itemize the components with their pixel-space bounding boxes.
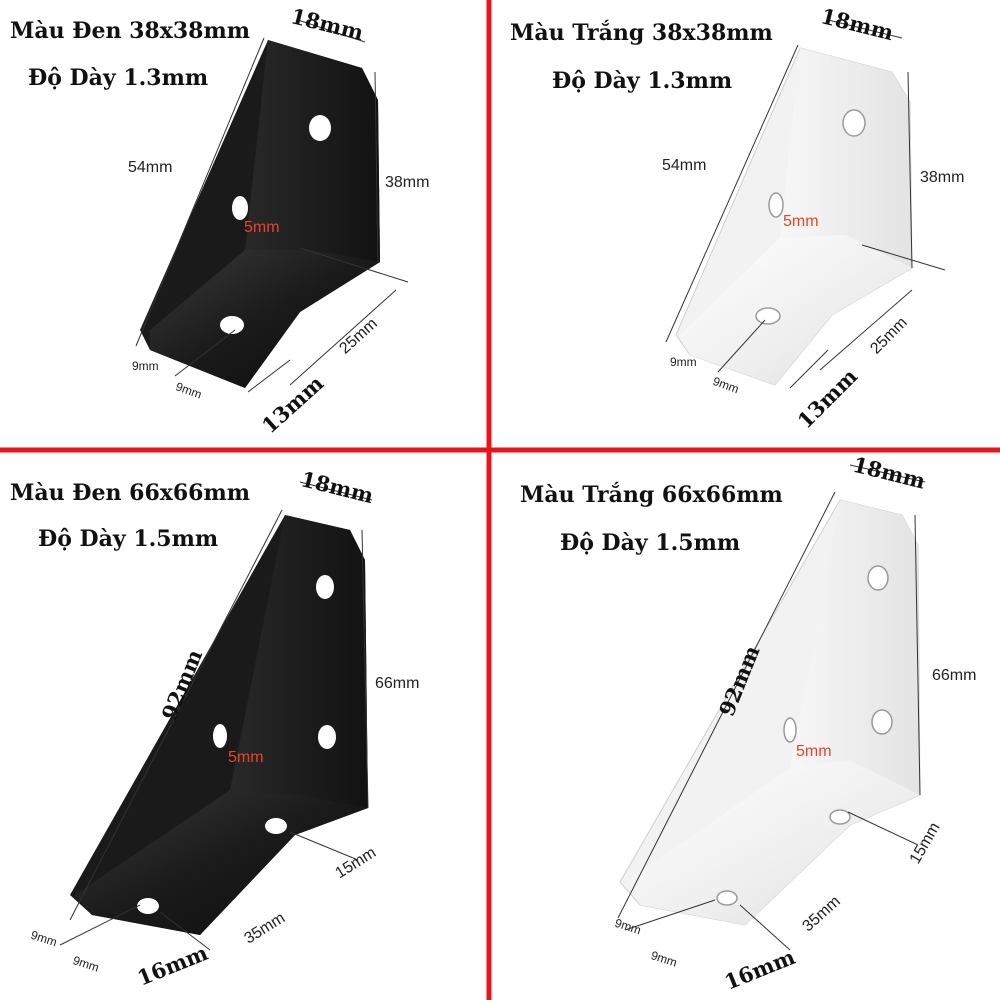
panel-white-38: Màu Trắng 38x38mm Độ Dày 1.3mm 18mm 54mm… bbox=[510, 3, 964, 433]
mounting-hole bbox=[137, 898, 159, 914]
dim-width: 16mm bbox=[721, 944, 799, 995]
mounting-hole bbox=[318, 725, 336, 749]
panel-thickness: Độ Dày 1.5mm bbox=[560, 530, 740, 556]
dim-diagonal: 54mm bbox=[128, 159, 172, 176]
dim-hole: 5mm bbox=[783, 213, 819, 230]
dim-base: 35mm bbox=[241, 909, 288, 947]
dim-edge-a: 9mm bbox=[132, 359, 159, 373]
dim-height: 38mm bbox=[385, 174, 429, 191]
panel-thickness: Độ Dày 1.3mm bbox=[28, 65, 208, 91]
mounting-hole bbox=[232, 196, 248, 220]
dim-height: 66mm bbox=[932, 667, 976, 684]
panel-title: Màu Trắng 66x66mm bbox=[520, 481, 783, 508]
dim-base: 35mm bbox=[799, 893, 843, 935]
mounting-hole bbox=[220, 316, 244, 334]
mounting-hole bbox=[213, 724, 227, 748]
dim-side: 15mm bbox=[907, 820, 944, 867]
panel-thickness: Độ Dày 1.3mm bbox=[552, 68, 732, 94]
bracket-black-large bbox=[70, 515, 368, 935]
dim-edge-a: 9mm bbox=[613, 916, 643, 938]
dim-edge-a: 9mm bbox=[670, 355, 697, 369]
bracket-black-small bbox=[140, 40, 380, 388]
dim-hole: 5mm bbox=[244, 219, 280, 236]
panel-title: Màu Trắng 38x38mm bbox=[510, 19, 773, 46]
panel-title: Màu Đen 66x66mm bbox=[10, 480, 250, 506]
mounting-hole bbox=[842, 109, 866, 137]
mounting-hole bbox=[755, 307, 781, 325]
dim-hole: 5mm bbox=[228, 749, 264, 766]
bracket-white-large bbox=[619, 499, 921, 926]
dim-width: 13mm bbox=[792, 364, 862, 434]
dim-edge-b: 9mm bbox=[649, 948, 679, 970]
dim-top: 18mm bbox=[850, 452, 928, 494]
dim-base: 25mm bbox=[867, 314, 910, 357]
mounting-hole bbox=[871, 709, 893, 735]
mounting-hole bbox=[316, 575, 334, 599]
dim-edge-a: 9mm bbox=[29, 928, 59, 950]
panel-title: Màu Đen 38x38mm bbox=[10, 18, 250, 44]
panel-white-66: Màu Trắng 66x66mm Độ Dày 1.5mm 18mm 92mm… bbox=[520, 452, 976, 995]
bracket-white-small bbox=[675, 47, 913, 386]
dim-width: 16mm bbox=[134, 940, 212, 991]
mounting-hole bbox=[309, 115, 331, 141]
mounting-hole bbox=[867, 565, 889, 591]
dim-edge-b: 9mm bbox=[711, 374, 741, 396]
dim-height: 38mm bbox=[920, 169, 964, 186]
dim-diagonal: 54mm bbox=[662, 157, 706, 174]
dim-top: 18mm bbox=[288, 3, 366, 45]
mounting-hole bbox=[716, 890, 738, 906]
dim-edge-b: 9mm bbox=[71, 953, 101, 975]
dim-side: 15mm bbox=[333, 844, 380, 882]
dim-hole: 5mm bbox=[796, 743, 832, 760]
dim-height: 66mm bbox=[375, 675, 419, 692]
mounting-hole bbox=[829, 809, 851, 825]
dim-top: 18mm bbox=[818, 3, 896, 45]
dim-edge-b: 9mm bbox=[174, 379, 204, 401]
dim-width: 13mm bbox=[257, 370, 328, 438]
mounting-hole bbox=[265, 818, 287, 834]
mounting-hole bbox=[783, 717, 797, 743]
mounting-hole bbox=[768, 192, 784, 218]
panel-black-38: Màu Đen 38x38mm Độ Dày 1.3mm 18mm 54mm 3… bbox=[10, 3, 429, 438]
dim-base: 25mm bbox=[336, 315, 380, 357]
panel-black-66: Màu Đen 66x66mm Độ Dày 1.5mm 18mm 92mm 6… bbox=[10, 466, 419, 990]
panel-thickness: Độ Dày 1.5mm bbox=[38, 526, 218, 552]
dim-top: 18mm bbox=[298, 466, 376, 508]
